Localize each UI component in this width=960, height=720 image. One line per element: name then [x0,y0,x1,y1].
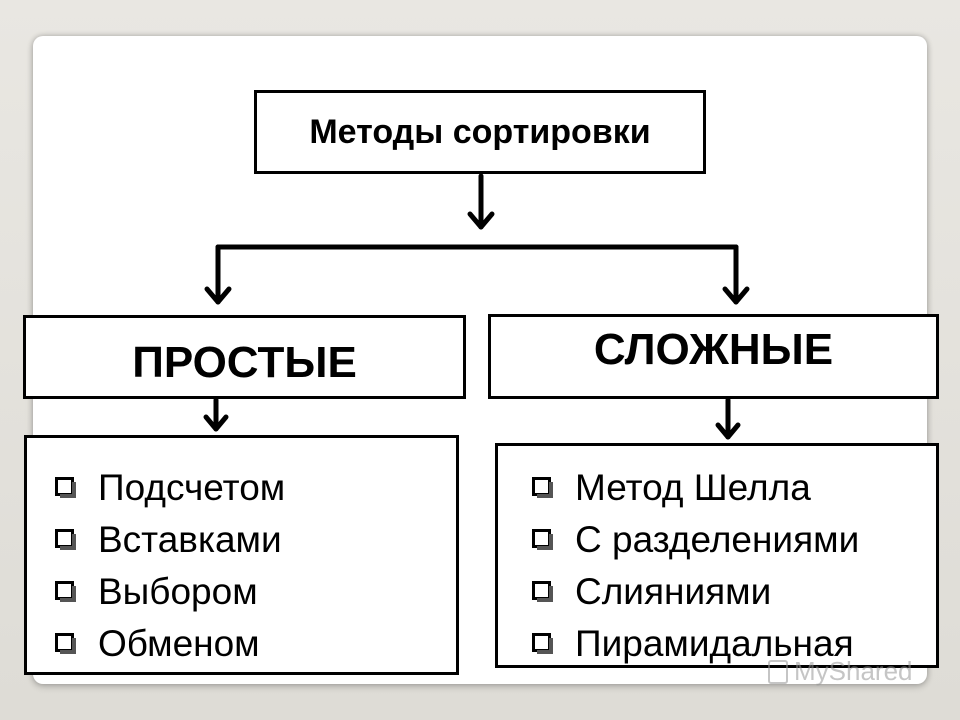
presentation-icon [768,659,788,684]
list-item-label: Обменом [98,623,260,664]
list-item-label: С разделениями [575,519,860,560]
checkbox-icon [55,528,76,550]
checkbox-icon [532,528,553,550]
list-item-label: Пирамидальная [575,623,854,664]
watermark-text: MyShared [794,656,913,686]
list-item-label: Слияниями [575,571,772,612]
checkbox-icon [55,632,76,654]
list-item: Выбором [55,566,456,618]
checkbox-icon [532,632,553,654]
checkbox-icon [532,580,553,602]
simple-methods-list: Подсчетом Вставками Выбором Обменом [24,435,459,675]
checkbox-icon [532,476,553,498]
list-item: С разделениями [532,514,936,566]
list-item-label: Подсчетом [98,467,286,508]
list-item: Пирамидальная [532,618,936,670]
watermark: MyShared [768,656,913,687]
category-label-complex: СЛОЖНЫЕ [593,324,834,374]
list-item: Слияниями [532,566,936,618]
checkbox-icon [55,580,76,602]
list-item-label: Выбором [98,571,258,612]
list-item: Обменом [55,618,456,670]
root-node-label: Методы сортировки [309,112,651,151]
list-item-label: Метод Шелла [575,467,811,508]
category-node-simple: ПРОСТЫЕ [23,315,466,399]
category-label-simple: ПРОСТЫЕ [132,338,357,387]
complex-methods-list: Метод Шелла С разделениями Слияниями Пир… [495,443,939,668]
category-node-complex: СЛОЖНЫЕ [488,314,939,399]
list-item: Метод Шелла [532,462,936,514]
list-item: Вставками [55,514,456,566]
list-item-label: Вставками [98,519,282,560]
list-item: Подсчетом [55,462,456,514]
checkbox-icon [55,476,76,498]
root-node: Методы сортировки [254,90,706,174]
